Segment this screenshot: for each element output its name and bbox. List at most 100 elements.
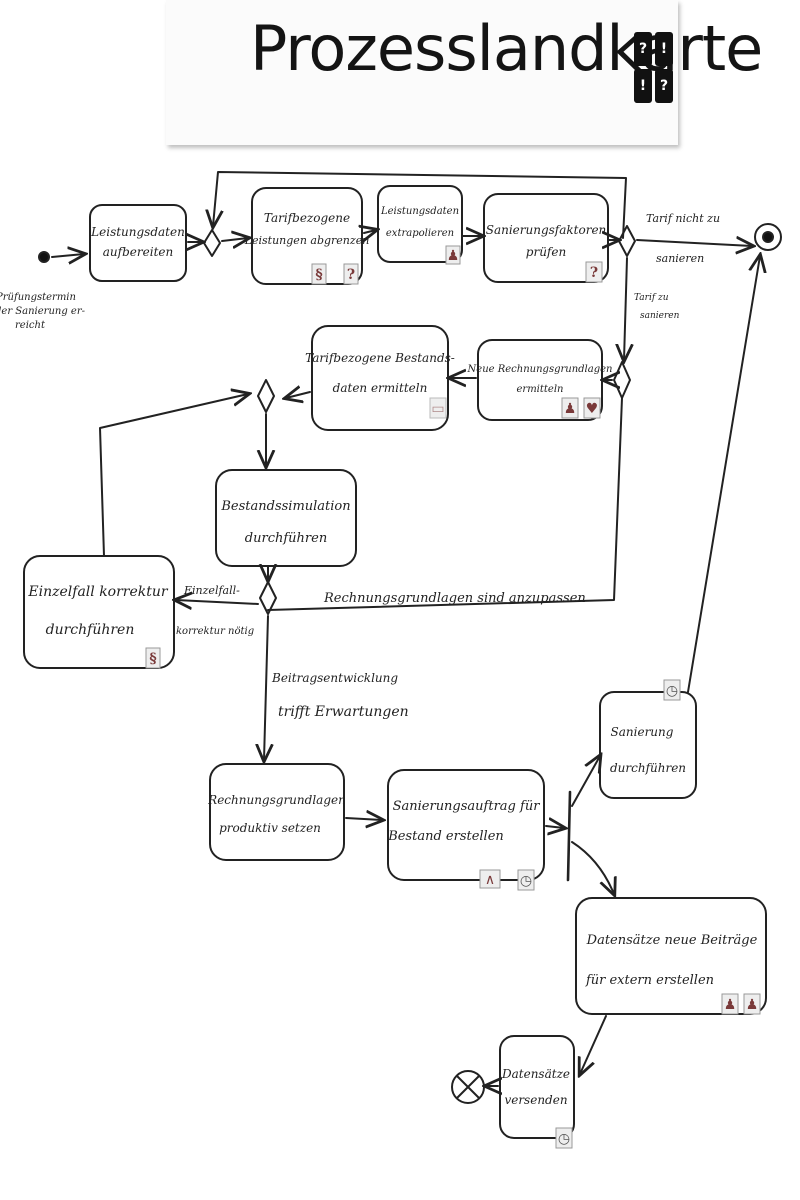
person-icon-glyph: ♟ bbox=[564, 401, 577, 417]
terminate-cross bbox=[456, 1075, 480, 1099]
node-label: Tarifbezogene Bestands- bbox=[305, 351, 455, 365]
edge-label: Einzelfall- bbox=[183, 584, 240, 597]
node-label: aufbereiten bbox=[103, 245, 173, 259]
paragraph-icon-glyph: § bbox=[315, 267, 322, 283]
node-label: Sanierungsfaktoren bbox=[486, 223, 607, 237]
node-sanierung-durchfuehren bbox=[599, 691, 697, 799]
question-icon bbox=[585, 261, 603, 283]
node-label: Tarifbezogene bbox=[264, 211, 350, 225]
doc-icon bbox=[429, 397, 447, 419]
node-label: Leistungsdaten bbox=[380, 206, 459, 217]
node-label: prüfen bbox=[526, 245, 566, 259]
terminate-node bbox=[451, 1070, 485, 1104]
edge-label: korrektur nötig bbox=[176, 626, 254, 637]
edge-7 bbox=[267, 397, 623, 611]
paragraph-icon-glyph: § bbox=[149, 651, 156, 667]
node-leistungsdaten-aufbereiten bbox=[89, 204, 187, 282]
edge-9 bbox=[286, 392, 311, 398]
question-icon bbox=[343, 263, 359, 285]
person-icon bbox=[743, 993, 761, 1015]
gateway-2 bbox=[618, 225, 636, 257]
person-icon bbox=[561, 397, 579, 419]
paragraph-icon bbox=[311, 263, 327, 285]
clock-icon-glyph: ◷ bbox=[520, 873, 532, 889]
node-label: durchführen bbox=[46, 622, 135, 638]
node-label: extrapolieren bbox=[386, 228, 454, 239]
node-label: für extern erstellen bbox=[585, 973, 714, 988]
start-note-line: der Sanierung er- bbox=[0, 306, 86, 317]
question-icon-glyph: ? bbox=[590, 265, 598, 281]
node-label: ermitteln bbox=[517, 384, 564, 395]
edge-loop bbox=[213, 171, 627, 239]
node-label: versenden bbox=[504, 1093, 567, 1107]
edge-einzelfall bbox=[176, 600, 259, 604]
edge-label: trifft Erwartungen bbox=[278, 704, 409, 720]
start-node bbox=[38, 251, 50, 263]
node-label: produktiv setzen bbox=[219, 821, 321, 835]
node-datensaetze-versenden bbox=[499, 1035, 575, 1139]
edge-12 bbox=[99, 394, 248, 557]
edge-label: Tarif zu bbox=[634, 293, 669, 303]
node-leistungsdaten-extrapolieren bbox=[377, 185, 463, 263]
node-label: daten ermitteln bbox=[333, 381, 428, 395]
edge-2 bbox=[221, 238, 248, 241]
node-label: Rechnungsgrundlagen bbox=[207, 793, 346, 807]
node-label: Bestandssimulation bbox=[220, 499, 350, 514]
person-icon-glyph: ♟ bbox=[447, 248, 460, 264]
node-datensaetze-extern bbox=[575, 897, 767, 1015]
node-label: durchführen bbox=[245, 531, 327, 546]
edge-tarif-zu bbox=[624, 257, 627, 360]
title-card bbox=[166, 0, 678, 145]
start-note-line: Prüfungstermin bbox=[0, 292, 76, 303]
clock-icon-glyph: ◷ bbox=[666, 683, 678, 699]
edge-16 bbox=[571, 841, 614, 894]
page-title: Prozesslandkarte bbox=[250, 12, 763, 85]
gateway-1 bbox=[203, 229, 221, 257]
node-label: Sanierung bbox=[611, 725, 674, 739]
node-label: Neue Rechnungsgrundlagen bbox=[467, 364, 613, 375]
node-label: Leistungsdaten bbox=[90, 225, 185, 239]
node-tarifbezogene-bestandsdaten bbox=[311, 325, 449, 431]
logo-icon: ? ! ! ? bbox=[634, 32, 674, 104]
edge-erwartungen bbox=[264, 615, 268, 760]
fork-bar bbox=[566, 790, 572, 882]
doc-icon-glyph: ▭ bbox=[431, 401, 444, 417]
node-bestandssimulation bbox=[215, 469, 357, 567]
node-neue-rechnungsgrundlagen bbox=[477, 339, 603, 421]
node-label: Einzelfall korrektur bbox=[27, 584, 168, 600]
gateway-3 bbox=[613, 361, 631, 399]
heart-icon bbox=[583, 397, 601, 419]
edge-18 bbox=[580, 1015, 607, 1074]
logo-tile: ! bbox=[655, 32, 673, 66]
edge-17 bbox=[687, 256, 760, 693]
start-note-line: reicht bbox=[15, 320, 46, 331]
node-label: Bestand erstellen bbox=[387, 829, 504, 844]
node-sanierungsauftrag bbox=[387, 769, 545, 881]
end-node-core bbox=[762, 231, 774, 243]
chart-icon-glyph: ∧ bbox=[485, 872, 495, 888]
edge-label: Tarif nicht zu bbox=[646, 212, 720, 225]
edge-label: sanieren bbox=[640, 311, 680, 321]
edge-label: Beitragsentwicklung bbox=[271, 671, 398, 685]
end-node bbox=[754, 223, 782, 251]
node-label: Datensätze bbox=[501, 1067, 570, 1081]
chart-icon bbox=[479, 869, 501, 889]
clock-icon-glyph: ◷ bbox=[558, 1131, 570, 1147]
person-icon-glyph: ♟ bbox=[746, 997, 759, 1013]
node-rechnungsgrundlagen-produktiv bbox=[209, 763, 345, 861]
clock-icon bbox=[555, 1127, 573, 1149]
paragraph-icon bbox=[145, 647, 161, 669]
person-icon bbox=[721, 993, 739, 1015]
heart-icon-glyph: ♥ bbox=[586, 401, 599, 417]
gateway-4 bbox=[257, 379, 275, 413]
edge-14 bbox=[545, 826, 564, 828]
edge-label: sanieren bbox=[656, 252, 704, 265]
logo-tile: ? bbox=[634, 32, 652, 66]
clock-icon bbox=[517, 869, 535, 891]
edge-15 bbox=[571, 756, 600, 807]
logo-tile: ? bbox=[655, 69, 673, 103]
edge-start bbox=[51, 254, 84, 257]
node-label: Datensätze neue Beiträge bbox=[586, 933, 758, 948]
node-label: Sanierungsauftrag für bbox=[393, 799, 541, 814]
